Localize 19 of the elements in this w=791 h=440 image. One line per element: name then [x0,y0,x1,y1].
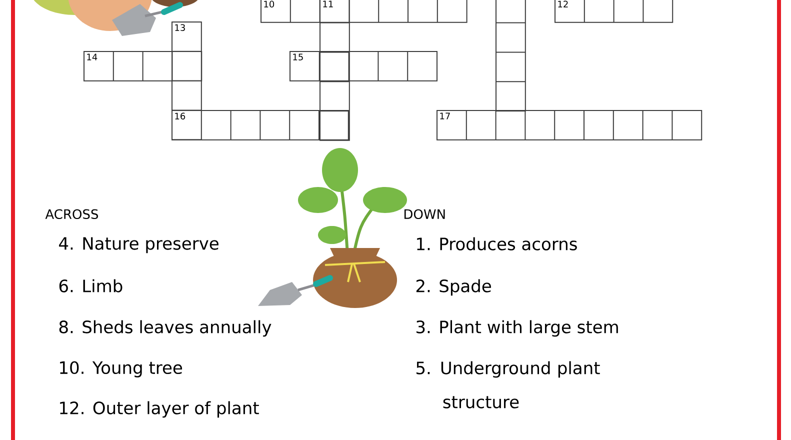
clue-text: 1. Produces acorns [417,237,577,250]
clue-text: 3. Plant with large stem [416,320,618,337]
clue-number: 11 [323,0,333,8]
clue-number: 10 [264,0,274,8]
clue-number: 17 [440,112,450,120]
section-heading: ACROSS [45,209,98,220]
clue-text: 6. Limb [59,279,122,292]
clue-text: 2. Spade [416,279,491,296]
clue-number: 12 [558,0,568,8]
clue-text: 4. Nature preserve [59,237,218,254]
section-heading: DOWN [404,209,445,220]
clue-text: 8. Sheds leaves annually [59,320,272,337]
clue-number: 16 [175,112,186,120]
clue-number: 14 [87,54,98,60]
clue-text: 5. Underground plant structure [416,361,600,408]
clue-number: 15 [293,54,303,60]
clue-text: 12. Outer layer of plant [60,401,259,418]
clue-number: 13 [175,24,185,31]
clue-text: 10. Young tree [60,361,182,378]
